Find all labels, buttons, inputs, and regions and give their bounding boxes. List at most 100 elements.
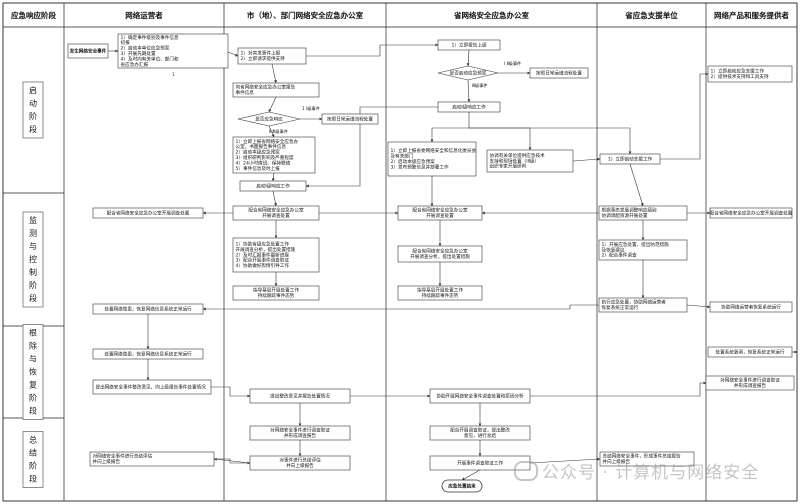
connector — [686, 304, 711, 309]
node-n28-text: 处置网络隐患，恢复网络信息系统正常运行 — [104, 350, 192, 357]
connector — [268, 125, 275, 138]
connector — [202, 304, 599, 311]
connector — [306, 43, 439, 57]
node-n13-text: 1）立即启动支援工作 — [608, 155, 653, 162]
edge-label-no: Ⅱ Ⅲ级事件 — [269, 128, 288, 135]
node-d1-text: 是否应急响应 — [255, 115, 283, 122]
connector — [214, 458, 251, 465]
node-n12-text: 协调有关单位提供应急技术支持和现场处置（ⅠⅡ级）组织专家开展研判 — [490, 152, 546, 170]
node-n10-text: 启动Ⅰ级响应工作 — [452, 103, 486, 110]
node-n21: 配合省网络安全应急办公室开展调查分析，提出处置措施 — [397, 245, 483, 263]
connector — [467, 79, 471, 103]
node-n38-text: 开展事件调查取证工作 — [457, 459, 503, 466]
phase-eradicate-recover: 根除与恢复阶段 — [29, 328, 37, 416]
edge-label-yes: 1 Ⅰ级事件 — [302, 105, 320, 112]
node-n19: 配合省网络安全应急办公室开展调查处置 — [710, 207, 793, 219]
node-n5-text: 按照日常运维流程处置 — [327, 115, 373, 122]
node-n34-text: 对网络安全事件进行调查取证并形成调查报告 — [270, 427, 330, 439]
connector — [271, 63, 277, 84]
connector — [272, 190, 277, 207]
node-n18-text: 根据事态发展调整响应级别协调调配资源开展处置 — [602, 207, 658, 219]
node-d1: 是否应急响应 — [237, 111, 301, 127]
node-n39: 总结网络安全事件，形成事件总结报告并向上级报告 — [599, 451, 695, 467]
connector — [469, 127, 632, 155]
node-n23-text: 指导基层开展处置工作持续跟踪事件态势 — [253, 287, 299, 299]
connector — [213, 457, 251, 464]
edge-label-yes2: Ⅰ Ⅱ级事件 — [504, 60, 521, 67]
node-n31: 提出整改意见并报告处置情况 — [249, 388, 351, 404]
phase-startup: 启动阶段 — [29, 85, 37, 134]
node-n12: 协调有关单位提供应急技术支持和现场处置（ⅠⅡ级）组织专家开展研判 — [486, 149, 574, 173]
node-n37: 对事件进行总结评估并向上级报告 — [249, 455, 351, 471]
node-n24: 指导基层开展处置工作持续跟踪事件态势 — [397, 285, 483, 301]
node-n32-text: 协助开展网络安全事件调查处置和原因分析 — [436, 392, 524, 399]
connector — [305, 106, 438, 188]
node-n18: 根据事态发展调整响应级别协调调配资源开展处置 — [598, 205, 688, 221]
phase-summary-box — [22, 431, 44, 488]
node-n38: 开展事件调查取证工作 — [429, 455, 531, 471]
phase-eradicate-recover-box — [22, 324, 44, 420]
node-n28: 处置网络隐患，恢复网络信息系统正常运行 — [92, 348, 204, 360]
connector — [211, 386, 251, 398]
connector — [572, 157, 601, 162]
phase-startup-box — [22, 81, 44, 139]
node-n35: 配合开展调查取证，提出整改意见，进行总结 — [429, 425, 531, 441]
phase-monitor-control-box — [22, 211, 44, 308]
node-n1: 发生网络安全事件 — [67, 43, 109, 59]
node-n27-text: 处置网络隐患，恢复网络信息系统正常运行 — [104, 305, 192, 312]
node-n17: 配合省网络安全应急办公室开展调查处置 — [397, 205, 483, 221]
header-provider: 网络产品和服务提供者 — [714, 10, 789, 20]
node-n36-text: 对网络安全事件进行总结评估并向上级报告 — [93, 453, 153, 465]
node-n24-text: 指导基层开展处置工作持续跟踪事件态势 — [417, 287, 463, 299]
node-n26: 协助网络运营者恢复系统运行 — [709, 301, 793, 313]
node-n35-text: 配合开展调查取证，提出整改意见，进行总结 — [450, 427, 510, 439]
node-n17-text: 配合省网络安全应急办公室开展调查处置 — [412, 207, 468, 219]
header-city: 市（地）、部门网络安全应急办公室 — [247, 10, 364, 20]
watermark: 公众号 · 计算机与网络安全 — [514, 458, 759, 483]
node-n36: 对网络安全事件进行总结评估并向上级报告 — [89, 451, 215, 467]
connector — [529, 457, 601, 464]
node-n16: 配合省网络安全应急办公室开展调查处置 — [232, 205, 320, 221]
column-headers: 应急响应阶段网络运营者市（地）、部门网络安全应急办公室省网络安全应急办公室省应急… — [11, 10, 789, 20]
node-n40-text: 应急处置结束 — [448, 482, 476, 489]
node-n33: 对网络安全事件进行调查取证并形成调查报告 — [705, 375, 795, 391]
node-n40: 应急处置结束 — [441, 479, 483, 493]
connector — [430, 112, 470, 143]
connector — [271, 172, 275, 182]
node-n30-text: 提出网络安全事件整改意见，向上级报告事件处置情况 — [96, 383, 207, 390]
connector — [461, 469, 481, 481]
edge-label-num1: 1 — [172, 72, 175, 77]
node-n13: 1）立即启动支援工作 — [599, 153, 661, 165]
header-operator: 网络运营者 — [125, 10, 163, 20]
phase-summary: 总结阶段 — [29, 435, 37, 484]
node-n8: 1）立即报告上级 — [437, 39, 501, 51]
header-phase: 应急响应阶段 — [11, 10, 56, 20]
node-n31-text: 提出整改意见并报告处置情况 — [270, 392, 330, 399]
node-n23: 指导基层开展处置工作持续跟踪事件态势 — [232, 285, 320, 301]
node-n15-text: 配合省网络安全应急办公室开展调查处置 — [107, 209, 190, 216]
node-n25-text: 执行应急处置，协助网络运营者恢复系统正常运行 — [602, 299, 667, 311]
connector — [227, 51, 239, 57]
watermark-text: 公众号 · 计算机与网络安全 — [542, 463, 760, 483]
node-n9: 按照日常运维流程处置 — [529, 67, 589, 79]
node-n30: 提出网络安全事件整改意见，向上级报告事件处置情况 — [92, 379, 212, 395]
node-n32: 协助开展网络安全事件调查处置和原因分析 — [429, 388, 531, 404]
edge-label-no2: Ⅲ级事件 — [472, 82, 487, 89]
connector — [466, 49, 470, 67]
node-n39-text: 总结网络安全事件，形成事件总结报告并向上级报告 — [603, 453, 682, 465]
node-n19-text: 配合省网络安全应急办公室开展调查处置 — [710, 209, 793, 216]
header-support: 省应急支援单位 — [624, 10, 678, 20]
